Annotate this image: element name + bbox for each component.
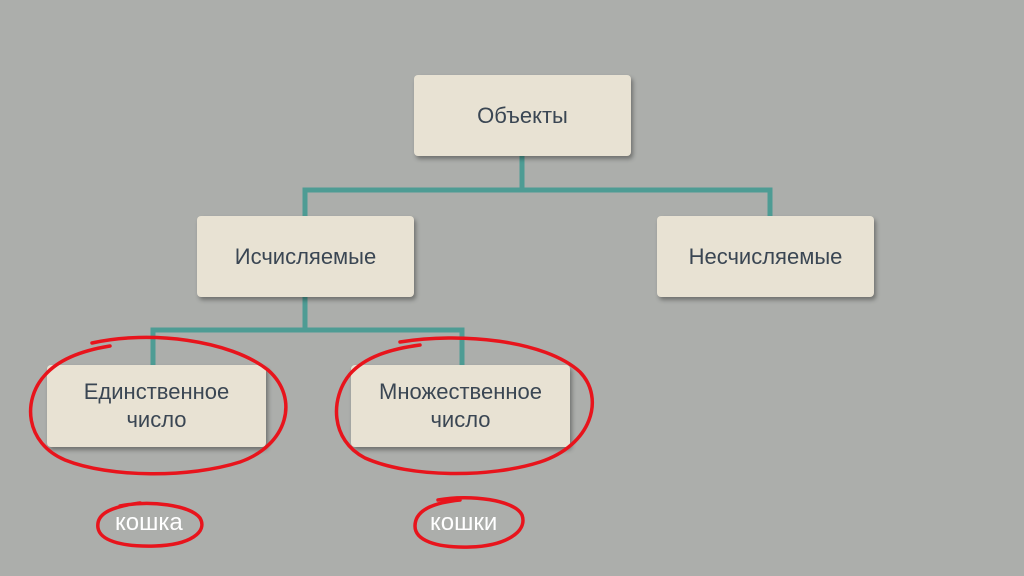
node-plural-line2: число [430,407,491,432]
node-objects: Объекты [414,75,631,156]
example-plural: кошки [430,509,498,536]
node-plural-line1: Множественное [379,379,542,404]
node-singular-line1: Единственное [83,379,230,404]
node-singular: Единственное число [47,365,266,447]
node-objects-label: Объекты [477,102,568,128]
node-countable: Исчисляемые [197,216,414,297]
node-singular-line2: число [126,407,187,432]
node-uncountable-label: Несчисляемые [688,243,843,269]
node-uncountable: Несчисляемые [657,216,874,297]
node-plural: Множественное число [351,365,570,447]
example-singular: кошка [115,509,183,536]
node-countable-label: Исчисляемые [234,243,377,269]
